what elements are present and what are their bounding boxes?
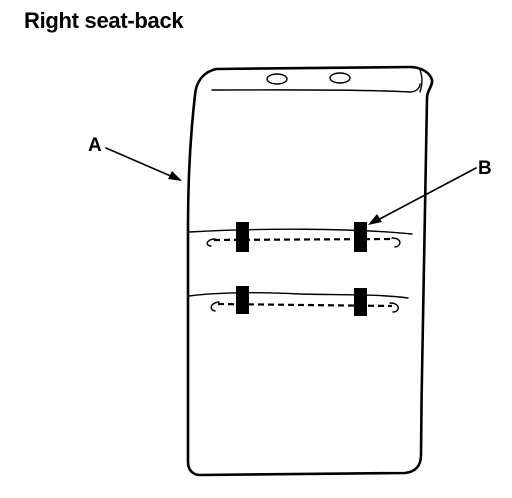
lower-left-hook bbox=[210, 301, 220, 312]
headrest-hole-left bbox=[266, 73, 288, 85]
seat-back-panel-outline bbox=[186, 65, 434, 477]
callout-arrowhead-a bbox=[168, 171, 182, 181]
lower-flap-edge bbox=[188, 292, 409, 299]
seat-back-top-corner-line bbox=[419, 69, 423, 93]
callout-label-a: A bbox=[88, 135, 102, 156]
clip-upper-left bbox=[236, 222, 249, 252]
upper-right-hook bbox=[391, 237, 401, 248]
seat-back-top-edge-line bbox=[211, 83, 421, 93]
callout-leader-a bbox=[105, 147, 181, 181]
lower-right-hook bbox=[389, 302, 399, 313]
headrest-hole-right bbox=[329, 72, 351, 84]
callout-label-b: B bbox=[478, 158, 492, 179]
clip-upper-right bbox=[354, 222, 367, 252]
callout-arrowhead-b bbox=[368, 214, 382, 225]
clip-lower-right bbox=[354, 288, 367, 316]
upper-flap-edge bbox=[188, 228, 413, 235]
diagram-title: Right seat-back bbox=[24, 8, 184, 33]
callout-leader-b bbox=[373, 167, 477, 223]
clip-lower-left bbox=[236, 286, 249, 314]
upper-left-hook bbox=[206, 238, 216, 247]
